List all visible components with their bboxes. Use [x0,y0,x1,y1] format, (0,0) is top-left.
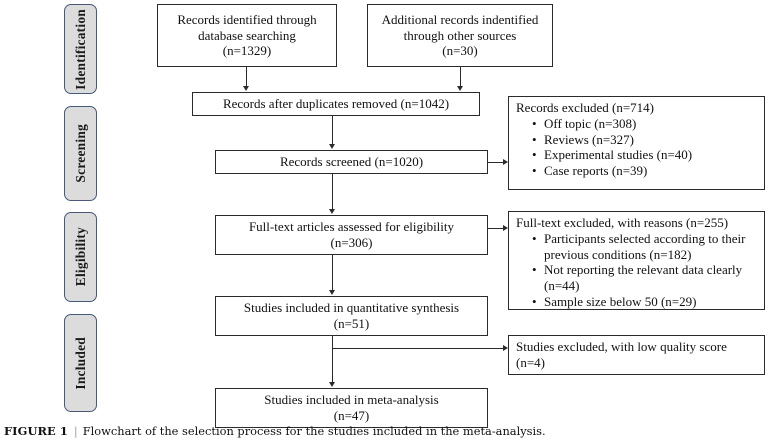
box-records-identified-line1: Records identified through [177,11,317,27]
arrowhead-screened-to-excluded [503,158,508,165]
connector-screened-to-fulltext [332,174,334,210]
box-quantitative-synthesis-line2: (n=51) [333,316,370,331]
arrowhead-duplicates-to-screened [329,144,335,149]
box-meta-analysis: Studies included in meta-analysis (n=47) [215,388,488,428]
box-fulltext-assessed-text: Full-text articles assessed for eligibil… [220,219,483,251]
box-additional-records: Additional records indentified through o… [367,4,553,67]
list-item: Not reporting the relevant data clearly … [532,262,759,293]
box-quantitative-synthesis-line1: Studies included in quantitative synthes… [243,300,460,316]
arrowhead-additional-to-duplicates [457,86,463,91]
arrowhead-fulltext-to-excluded [503,224,508,231]
box-meta-analysis-line1: Studies included in meta-analysis [264,392,439,408]
box-records-identified-text: Records identified through database sear… [162,12,332,60]
arrowhead-synthesis-to-meta [329,382,335,387]
list-item: Sample size below 50 (n=29) [532,294,759,310]
connector-synthesis-to-lowquality [332,348,504,350]
figure-number: FIGURE 1 [4,424,68,438]
box-records-identified: Records identified through database sear… [157,4,337,67]
box-quantitative-synthesis-text: Studies included in quantitative synthes… [220,300,483,332]
box-records-identified-line3: (n=1329) [222,43,272,59]
box-fulltext-excluded-text: Full-text excluded, with reasons (n=255)… [516,215,759,309]
arrowhead-synthesis-to-lowquality [503,344,508,351]
box-fulltext-excluded-list: Participants selected according to their… [516,231,759,310]
list-item: Reviews (n=327) [532,132,759,148]
stage-label-eligibility: Eligibility [64,212,97,302]
stage-label-included-text: Included [72,336,88,390]
box-fulltext-assessed: Full-text articles assessed for eligibil… [215,215,488,255]
caption-text: Flowchart of the selection process for t… [82,424,546,438]
list-item: Experimental studies (n=40) [532,147,759,163]
stage-label-screening: Screening [64,106,97,201]
box-additional-records-text: Additional records indentified through o… [372,12,548,60]
connector-fulltext-to-synthesis [332,255,334,291]
box-quantitative-synthesis: Studies included in quantitative synthes… [215,296,488,336]
stage-label-screening-text: Screening [72,124,88,183]
list-item: Participants selected according to their… [532,231,759,262]
box-low-quality-excluded-line1: Studies excluded, with low quality score [516,339,727,354]
list-item: Case reports (n=39) [532,163,759,179]
arrowhead-identified-to-duplicates [243,86,249,91]
box-fulltext-assessed-line1: Full-text articles assessed for eligibil… [248,219,455,235]
box-additional-records-line3: (n=30) [442,43,478,59]
box-low-quality-excluded-line2: (n=4) [516,354,545,370]
figure-caption: FIGURE 1 | Flowchart of the selection proc… [4,424,772,438]
stage-label-eligibility-text: Eligibility [72,227,88,287]
box-fulltext-assessed-line2: (n=306) [330,235,373,250]
box-fulltext-excluded: Full-text excluded, with reasons (n=255)… [508,211,765,310]
box-additional-records-line2: through other sources [403,27,517,43]
stage-label-included: Included [64,314,97,412]
box-low-quality-excluded-text: Studies excluded, with low quality score… [516,339,759,371]
connector-duplicates-to-screened [332,116,334,145]
box-duplicates-removed-line1: Records after duplicates removed (n=1042… [222,96,450,112]
list-item: Off topic (n=308) [532,116,759,132]
connector-synthesis-trunk [332,336,334,383]
connector-screened-to-excluded [488,162,504,164]
box-meta-analysis-line2: (n=47) [333,408,370,423]
box-records-excluded-heading: Records excluded (n=714) [516,100,655,115]
box-additional-records-line1: Additional records indentified [381,11,539,27]
box-records-screened: Records screened (n=1020) [215,150,488,174]
box-duplicates-removed: Records after duplicates removed (n=1042… [192,92,480,116]
box-records-identified-line2: database searching [198,27,296,43]
box-records-excluded-text: Records excluded (n=714) Off topic (n=30… [516,100,759,179]
box-fulltext-excluded-heading: Full-text excluded, with reasons (n=255) [516,215,729,230]
box-records-excluded-list: Off topic (n=308) Reviews (n=327) Experi… [516,116,759,179]
box-records-screened-line1: Records screened (n=1020) [279,154,424,170]
connector-identified-to-duplicates [246,67,248,87]
connector-additional-to-duplicates [460,67,462,87]
stage-label-identification: Identification [64,4,97,94]
box-records-excluded: Records excluded (n=714) Off topic (n=30… [508,96,765,190]
box-meta-analysis-text: Studies included in meta-analysis (n=47) [220,392,483,424]
connector-fulltext-to-excluded [488,228,504,230]
arrowhead-screened-to-fulltext [329,209,335,214]
caption-separator: | [73,424,78,438]
box-low-quality-excluded: Studies excluded, with low quality score… [508,335,765,375]
arrowhead-fulltext-to-synthesis [329,290,335,295]
stage-label-identification-text: Identification [72,8,88,90]
